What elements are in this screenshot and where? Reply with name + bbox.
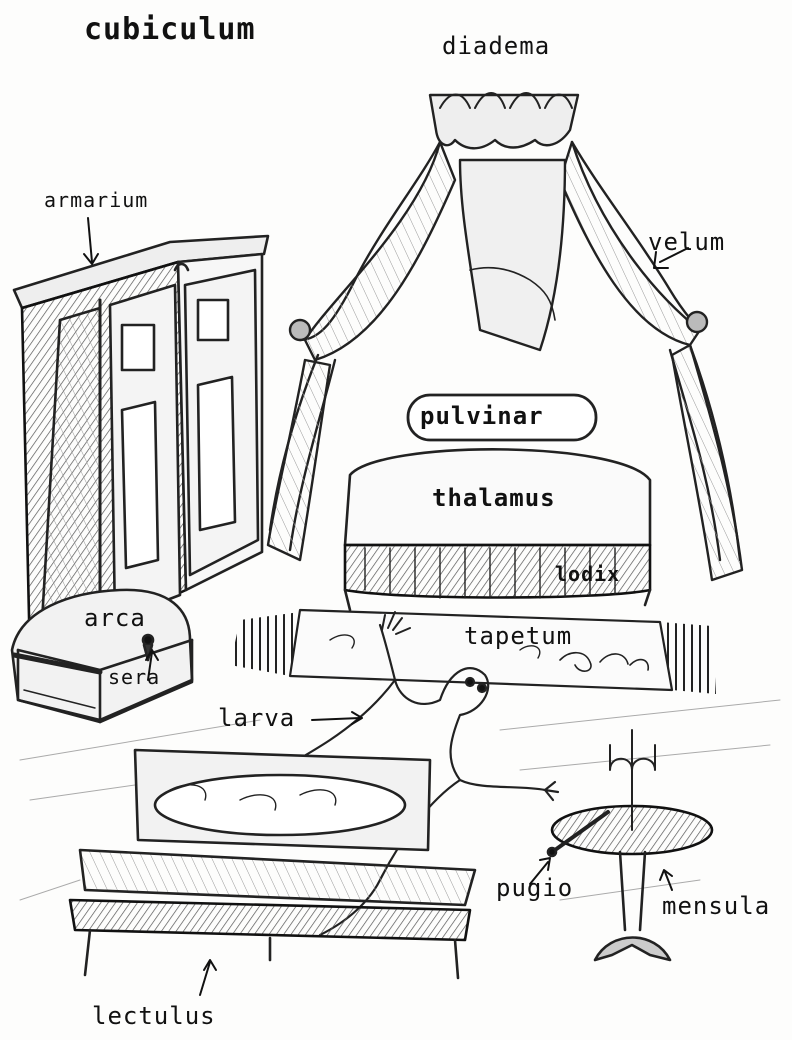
label-mensula: mensula: [662, 892, 770, 920]
label-larva: larva: [218, 704, 295, 732]
label-tapetum: tapetum: [464, 622, 572, 650]
label-armarium: armarium: [44, 188, 148, 212]
label-pulvinar: pulvinar: [420, 402, 544, 430]
title-cubiculum: cubiculum: [84, 12, 256, 47]
label-sera: sera: [108, 665, 160, 689]
label-lectulus: lectulus: [92, 1002, 216, 1030]
label-velum: velum: [648, 228, 725, 256]
label-diadema: diadema: [442, 32, 550, 60]
label-pugio: pugio: [496, 874, 573, 902]
label-lodix: lodix: [555, 562, 620, 586]
label-thalamus: thalamus: [432, 484, 556, 512]
lectulus-sofa: [70, 750, 475, 978]
label-arca: arca: [84, 604, 146, 632]
